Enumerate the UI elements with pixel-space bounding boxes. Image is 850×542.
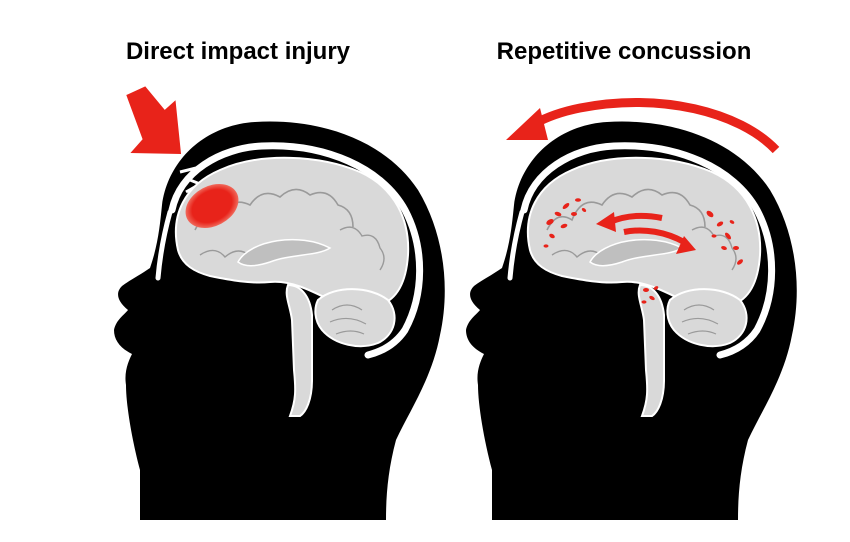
panel-title-direct-impact: Direct impact injury [125,38,351,65]
rotation-arrow-icon [506,98,780,154]
panel-title-repetitive-concussion: Repetitive concussion [496,38,752,65]
diffuse-lesions-stem [641,286,659,304]
brain-left [174,156,410,417]
diffuse-lesions-front [543,198,587,248]
head-silhouette-right [466,121,797,520]
diffuse-lesions-back [706,210,743,265]
shear-arrow-right-icon [623,227,696,254]
shear-arrow-left-icon [596,212,663,232]
impact-bruise-region [185,183,239,229]
brain-right [526,156,762,417]
impact-arrow-icon [126,86,182,155]
